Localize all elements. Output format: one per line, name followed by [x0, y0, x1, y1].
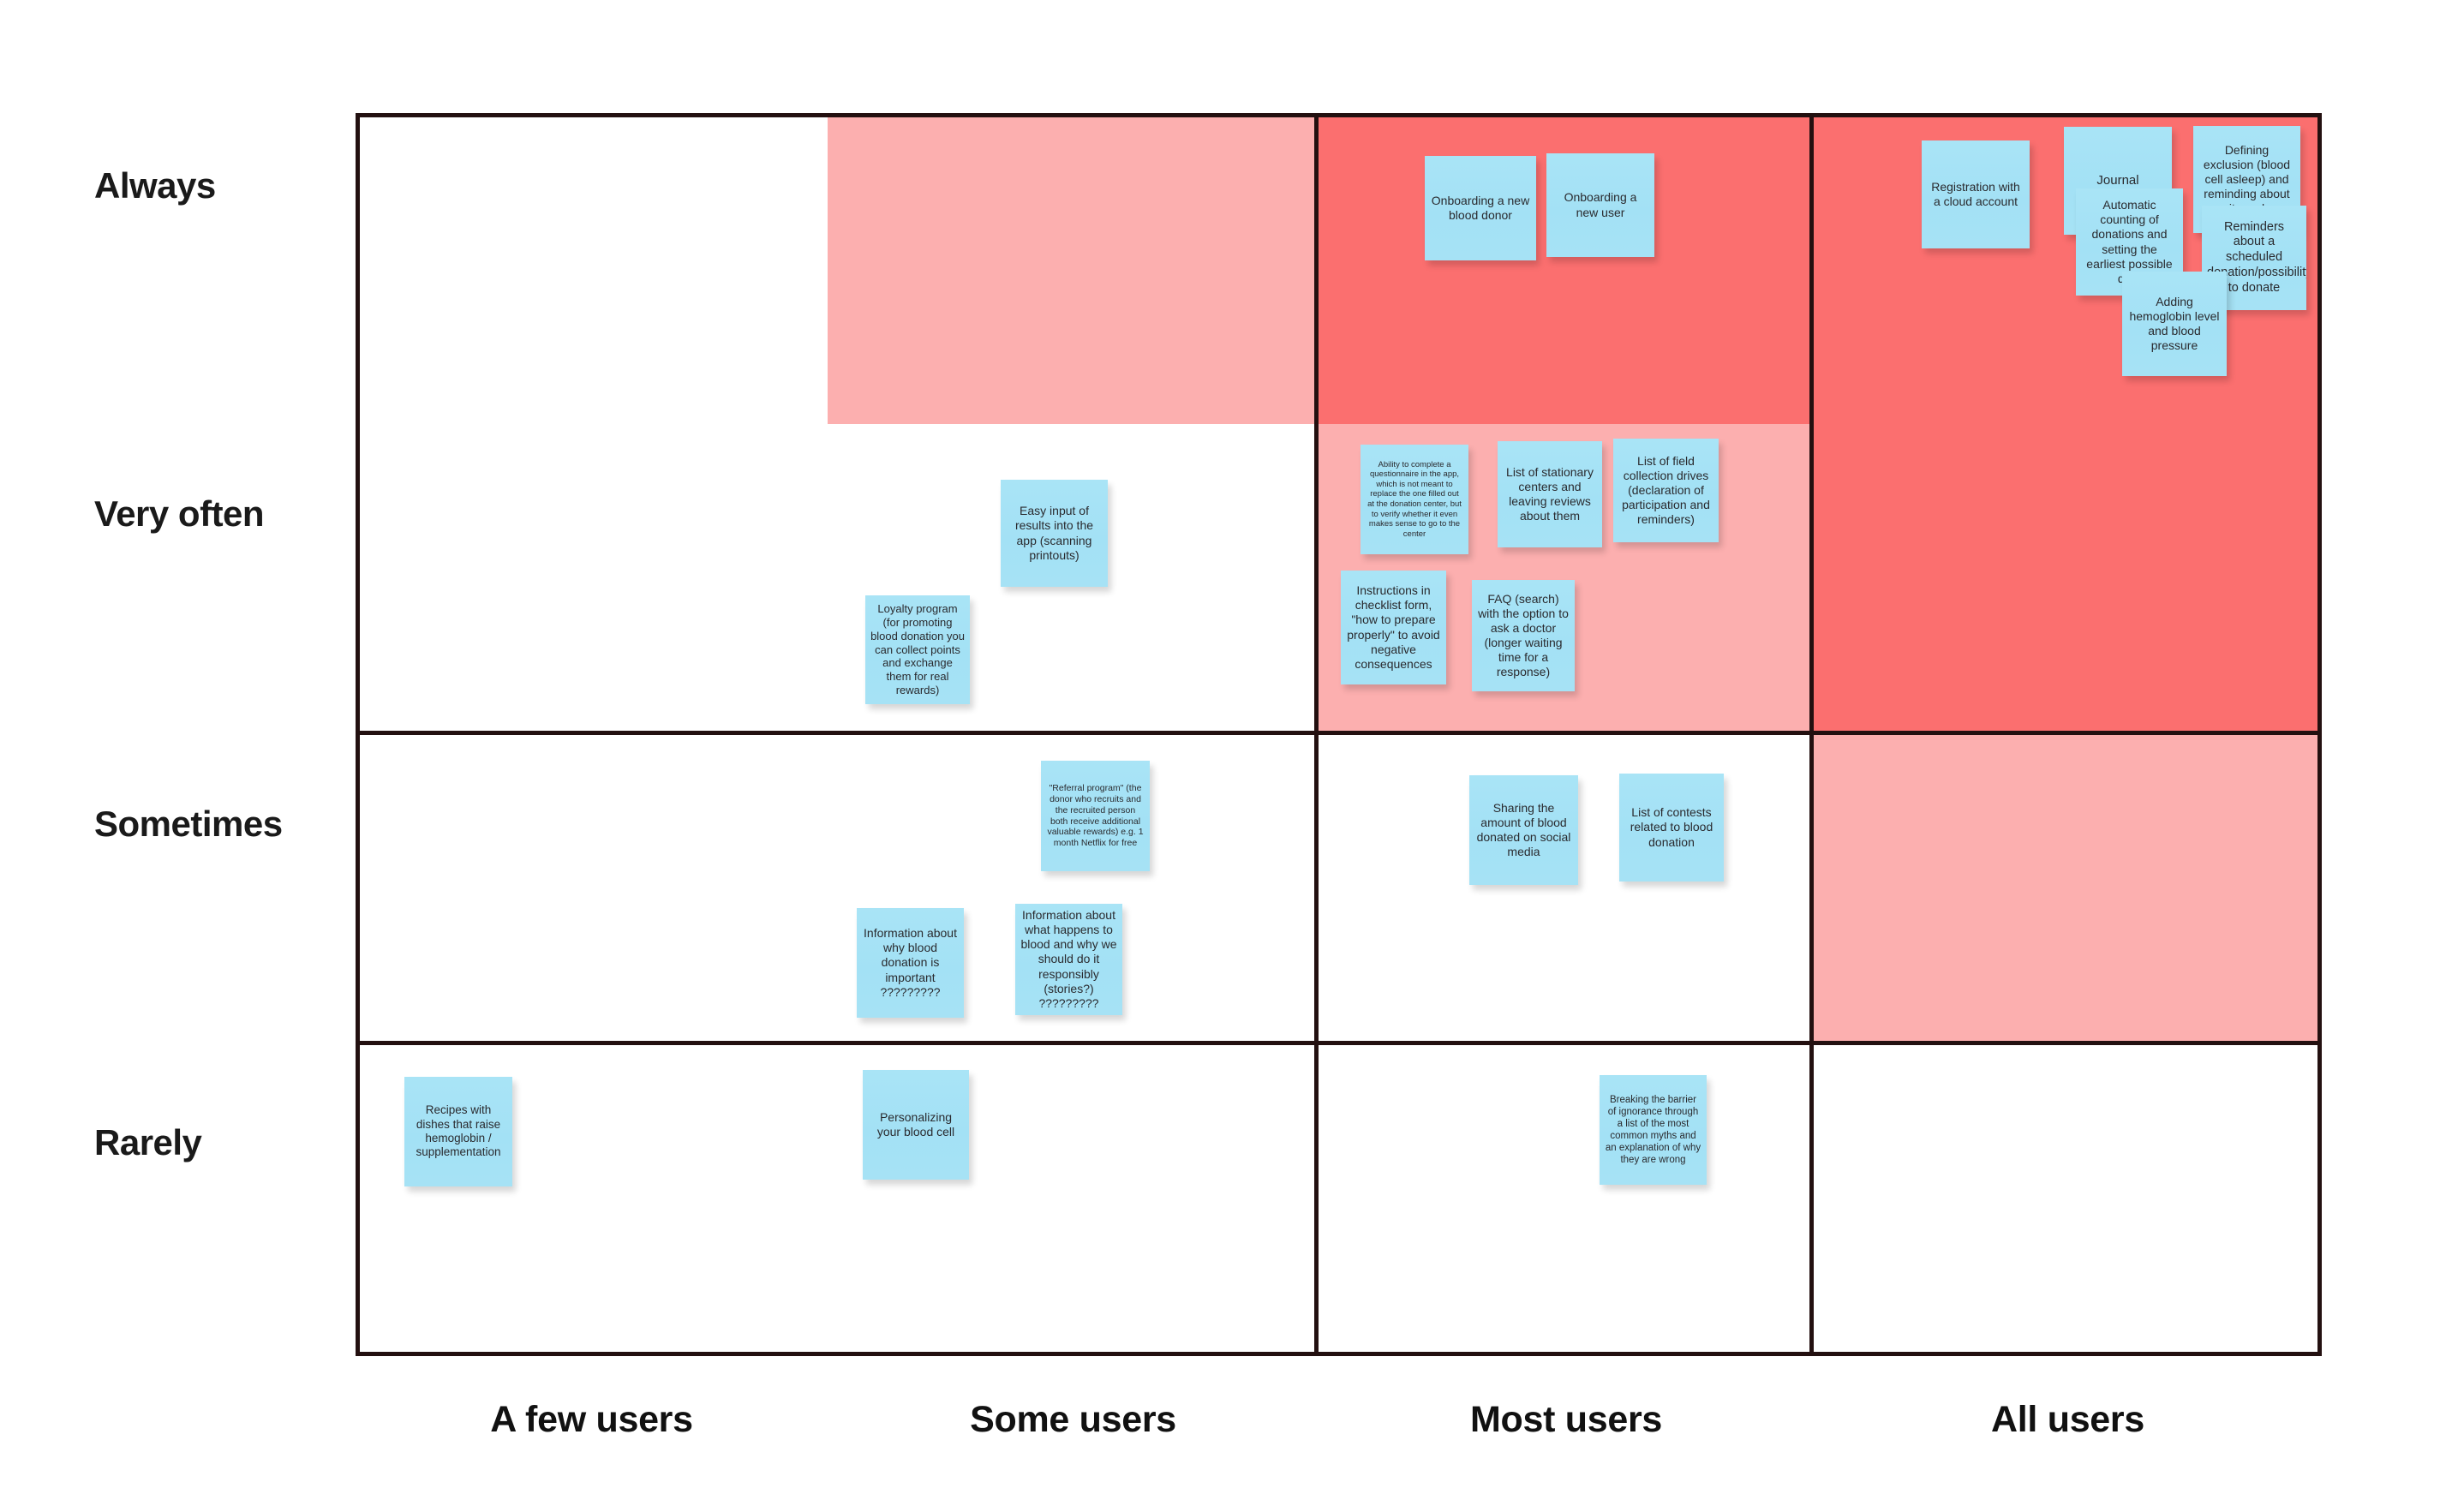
row-label-rarely: Rarely	[94, 1122, 202, 1162]
sticky-note-text: List of contests related to blood donati…	[1630, 805, 1713, 849]
row-label-very-often: Very often	[94, 493, 265, 534]
sticky-note-text: Adding hemoglobin level and blood pressu…	[2129, 294, 2220, 353]
sticky-note-text: Personalizing your blood cell	[876, 1109, 955, 1138]
sticky-note[interactable]: Recipes with dishes that raise hemoglobi…	[404, 1077, 512, 1186]
sticky-note[interactable]: Personalizing your blood cell	[863, 1070, 969, 1180]
matrix-cell-very-often-a-few-users[interactable]	[356, 424, 832, 735]
col-label-all-users: All users	[1991, 1399, 2144, 1440]
sticky-note-text: Ability to complete a questionnaire in t…	[1367, 459, 1462, 539]
sticky-note[interactable]: Onboarding a new blood donor	[1425, 156, 1536, 260]
sticky-note-text: List of stationary centers and leaving r…	[1506, 464, 1594, 523]
matrix-cell-always-some-users[interactable]	[828, 113, 1319, 428]
sticky-note-text: Information about why blood donation is …	[864, 926, 957, 999]
sticky-note[interactable]: Registration with a cloud account	[1922, 140, 2030, 248]
sticky-note-text: FAQ (search) with the option to ask a do…	[1478, 591, 1569, 679]
col-label-some-users: Some users	[970, 1399, 1176, 1440]
sticky-note-text: Loyalty program (for promoting blood don…	[870, 601, 965, 697]
sticky-note-text: Easy input of results into the app (scan…	[1014, 504, 1094, 562]
matrix-cell-very-often-all-users[interactable]	[1814, 424, 2322, 735]
sticky-note[interactable]: Ability to complete a questionnaire in t…	[1361, 445, 1468, 554]
sticky-note[interactable]: Information about what happens to blood …	[1015, 904, 1122, 1015]
sticky-note[interactable]: Information about why blood donation is …	[857, 908, 964, 1018]
sticky-note[interactable]: Easy input of results into the app (scan…	[1001, 480, 1108, 587]
row-label-always: Always	[94, 165, 216, 206]
matrix-cell-rarely-all-users[interactable]	[1814, 1045, 2322, 1356]
sticky-note-text: Breaking the barrier of ignorance throug…	[1605, 1094, 1701, 1166]
sticky-note-text: Journal	[2096, 172, 2139, 188]
sticky-note[interactable]: Onboarding a new user	[1546, 153, 1654, 257]
matrix-grid	[356, 113, 2322, 1356]
sticky-note-text: Reminders about a scheduled donation/pos…	[2207, 219, 2306, 295]
sticky-note-text: Information about what happens to blood …	[1020, 908, 1117, 1010]
sticky-note[interactable]: List of stationary centers and leaving r…	[1498, 441, 1602, 547]
sticky-note-text: Registration with a cloud account	[1931, 179, 2020, 208]
sticky-note-text: Onboarding a new blood donor	[1431, 193, 1530, 222]
sticky-note[interactable]: Adding hemoglobin level and blood pressu…	[2122, 272, 2227, 376]
sticky-note-text: Recipes with dishes that raise hemoglobi…	[416, 1103, 501, 1159]
sticky-note[interactable]: Instructions in checklist form, "how to …	[1341, 571, 1446, 684]
sticky-note[interactable]: "Referral program" (the donor who recrui…	[1041, 761, 1150, 871]
sticky-note[interactable]: Breaking the barrier of ignorance throug…	[1600, 1075, 1707, 1185]
matrix-cell-sometimes-a-few-users[interactable]	[356, 735, 832, 1045]
sticky-note-text: Onboarding a new user	[1564, 190, 1637, 219]
sticky-note[interactable]: List of field collection drives (declara…	[1613, 439, 1719, 542]
sticky-note-text: List of field collection drives (declara…	[1622, 453, 1710, 527]
col-label-a-few-users: A few users	[490, 1399, 693, 1440]
matrix-cell-always-a-few-users[interactable]	[356, 113, 832, 428]
sticky-note[interactable]: FAQ (search) with the option to ask a do…	[1472, 580, 1575, 691]
sticky-note-text: Instructions in checklist form, "how to …	[1347, 583, 1440, 671]
matrix-cell-rarely-most-users[interactable]	[1319, 1045, 1814, 1356]
sticky-note-text: Sharing the amount of blood donated on s…	[1476, 800, 1571, 859]
matrix-cell-sometimes-all-users[interactable]	[1814, 735, 2322, 1045]
sticky-note-text: Defining exclusion (blood cell asleep) a…	[2203, 142, 2291, 215]
sticky-note-text: "Referral program" (the donor who recrui…	[1047, 783, 1144, 849]
sticky-note[interactable]: Sharing the amount of blood donated on s…	[1469, 775, 1578, 885]
col-label-most-users: Most users	[1469, 1399, 1662, 1440]
row-label-sometimes: Sometimes	[94, 804, 283, 844]
sticky-note[interactable]: Loyalty program (for promoting blood don…	[865, 595, 970, 704]
sticky-note[interactable]: List of contests related to blood donati…	[1619, 774, 1724, 882]
